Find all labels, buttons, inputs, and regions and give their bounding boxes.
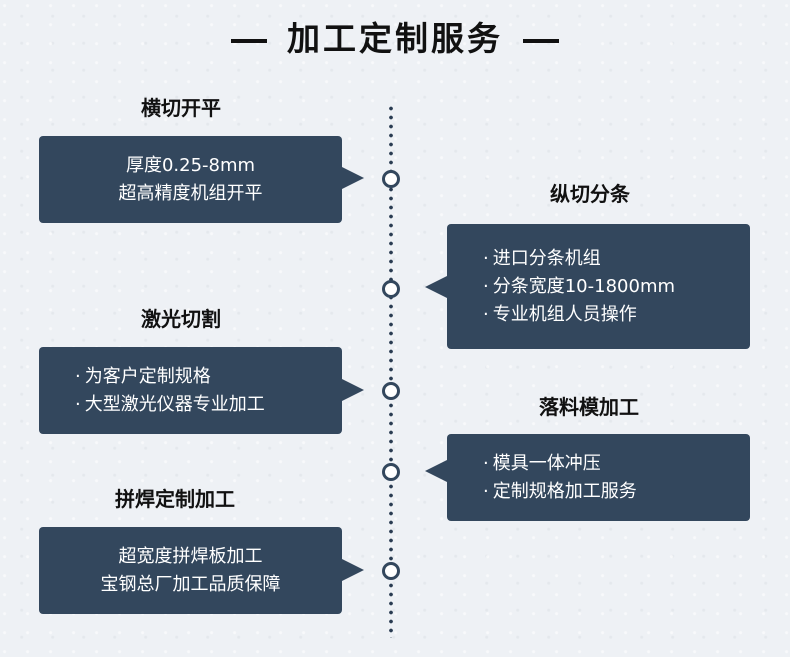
timeline-node (382, 562, 400, 580)
service-heading-laser: 激光切割 (141, 307, 221, 331)
service-box-laser: 为客户定制规格 大型激光仪器专业加工 (39, 347, 342, 434)
service-detail: 模具一体冲压 (483, 450, 750, 478)
service-detail: 进口分条机组 (483, 245, 750, 273)
service-box-blanking: 模具一体冲压 定制规格加工服务 (447, 434, 750, 521)
service-heading-slitting: 纵切分条 (550, 182, 630, 206)
box-pointer (342, 167, 364, 189)
timeline-node (382, 382, 400, 400)
box-pointer (425, 276, 447, 298)
service-detail: 定制规格加工服务 (483, 478, 750, 506)
service-heading-blanking: 落料模加工 (539, 395, 639, 419)
timeline-node (382, 280, 400, 298)
service-detail: 超高精度机组开平 (118, 182, 263, 204)
page-title: 加工定制服务 (0, 14, 790, 64)
box-pointer (342, 559, 364, 581)
timeline-node (382, 463, 400, 481)
service-box-welding: 超宽度拼焊板加工 宝钢总厂加工品质保障 (39, 527, 342, 614)
service-detail: 为客户定制规格 (75, 363, 342, 391)
service-detail: 分条宽度10-1800mm (483, 273, 750, 301)
service-detail: 专业机组人员操作 (483, 301, 750, 329)
service-detail: 宝钢总厂加工品质保障 (100, 573, 281, 595)
service-heading-crosscut: 横切开平 (141, 96, 221, 120)
title-dash-right (523, 38, 559, 43)
timeline-line (389, 104, 393, 638)
box-pointer (342, 379, 364, 401)
title-dash-left (231, 38, 267, 43)
service-box-slitting: 进口分条机组 分条宽度10-1800mm 专业机组人员操作 (447, 224, 750, 349)
timeline-node (382, 170, 400, 188)
box-pointer (425, 460, 447, 482)
service-detail: 厚度0.25-8mm (125, 154, 256, 176)
service-detail: 超宽度拼焊板加工 (118, 545, 263, 567)
service-detail: 大型激光仪器专业加工 (75, 391, 342, 419)
service-heading-welding: 拼焊定制加工 (115, 487, 235, 511)
service-box-crosscut: 厚度0.25-8mm 超高精度机组开平 (39, 136, 342, 223)
page-title-text: 加工定制服务 (287, 19, 503, 58)
